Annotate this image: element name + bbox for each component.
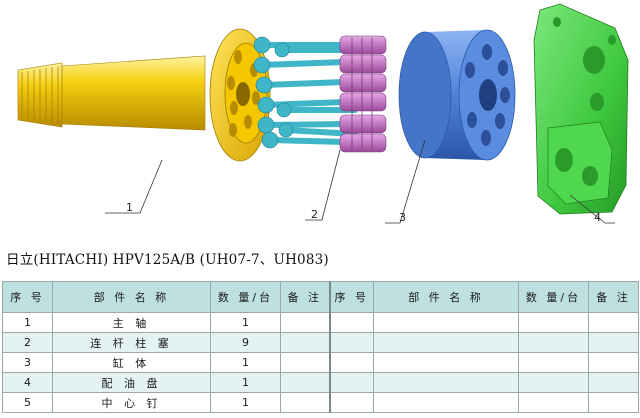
row-name: 主 轴 <box>52 312 211 333</box>
row-no-right <box>329 312 374 333</box>
row-no: 4 <box>2 372 53 393</box>
document-title: 日立(HITACHI) HPV125A/B (UH07-7、UH083) <box>6 252 329 268</box>
row-note <box>280 352 331 373</box>
row-no-right <box>329 392 374 413</box>
header-note: 备 注 <box>280 281 331 313</box>
row-no: 1 <box>2 312 53 333</box>
parts-table: 序 号 部 件 名 称 数 量/台 备 注 序 号 部 件 名 称 数 量/台 … <box>2 281 639 413</box>
table-row: 2 连 杆 柱 塞 9 <box>2 332 639 353</box>
header-no-right: 序 号 <box>329 281 374 313</box>
row-name-right <box>373 372 519 393</box>
row-name: 中 心 钉 <box>52 392 211 413</box>
row-qty-right <box>518 372 589 393</box>
row-no-right <box>329 372 374 393</box>
table-row: 5 中 心 钉 1 <box>2 392 639 413</box>
valve-plate-part <box>533 3 629 215</box>
row-note-right <box>588 352 639 373</box>
table-header-row: 序 号 部 件 名 称 数 量/台 备 注 序 号 部 件 名 称 数 量/台 … <box>2 281 639 313</box>
row-no: 2 <box>2 332 53 353</box>
row-no-right <box>329 352 374 373</box>
header-qty-right: 数 量/台 <box>518 281 589 313</box>
row-qty-right <box>518 352 589 373</box>
table-row: 4 配 油 盘 1 <box>2 372 639 393</box>
header-qty: 数 量/台 <box>210 281 281 313</box>
row-qty-right <box>518 332 589 353</box>
row-name-right <box>373 312 519 333</box>
row-qty: 1 <box>210 392 281 413</box>
row-note <box>280 392 331 413</box>
callout-4: 4 <box>594 211 601 224</box>
row-qty: 9 <box>210 332 281 353</box>
row-name: 缸 体 <box>52 352 211 373</box>
row-note <box>280 372 331 393</box>
row-note-right <box>588 392 639 413</box>
row-no: 3 <box>2 352 53 373</box>
row-qty-right <box>518 392 589 413</box>
header-name: 部 件 名 称 <box>52 281 211 313</box>
row-qty: 1 <box>210 372 281 393</box>
row-name-right <box>373 392 519 413</box>
header-name-right: 部 件 名 称 <box>373 281 519 313</box>
row-no-right <box>329 332 374 353</box>
row-no: 5 <box>2 392 53 413</box>
row-name: 连 杆 柱 塞 <box>52 332 211 353</box>
piston-rods-part <box>253 35 387 153</box>
row-note <box>280 312 331 333</box>
row-note-right <box>588 332 639 353</box>
header-note-right: 备 注 <box>588 281 639 313</box>
cylinder-block-part <box>398 29 516 161</box>
row-name-right <box>373 352 519 373</box>
table-row: 1 主 轴 1 <box>2 312 639 333</box>
row-note <box>280 332 331 353</box>
table-row: 3 缸 体 1 <box>2 352 639 373</box>
header-no: 序 号 <box>2 281 53 313</box>
row-note-right <box>588 372 639 393</box>
row-name: 配 油 盘 <box>52 372 211 393</box>
row-qty-right <box>518 312 589 333</box>
row-name-right <box>373 332 519 353</box>
callout-1: 1 <box>126 201 133 214</box>
row-qty: 1 <box>210 312 281 333</box>
leader-lines <box>105 139 615 224</box>
pump-exploded-illustration <box>17 3 629 224</box>
row-note-right <box>588 312 639 333</box>
main-shaft-part <box>17 28 271 162</box>
callout-3: 3 <box>399 211 406 224</box>
callout-2: 2 <box>311 208 318 221</box>
row-qty: 1 <box>210 352 281 373</box>
